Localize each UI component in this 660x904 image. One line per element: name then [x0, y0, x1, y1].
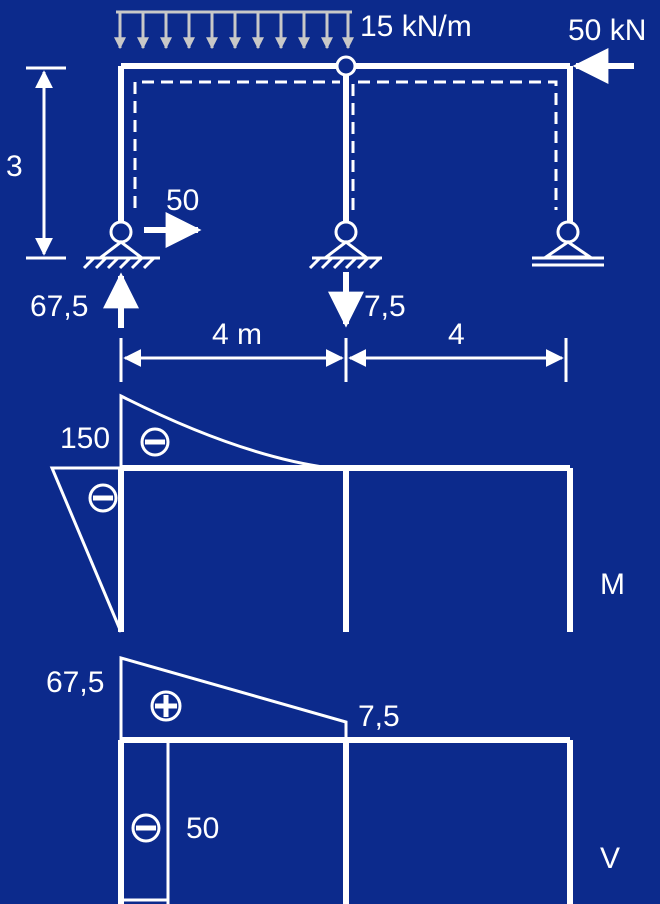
moment-beam-curve — [119, 393, 331, 470]
minus-sign-icon — [88, 483, 118, 513]
shear-right-value-label: 7,5 — [358, 700, 400, 733]
distributed-load-arrows — [114, 10, 354, 50]
moment-column-triangle — [49, 466, 123, 633]
distributed-load-label: 15 kN/m — [360, 10, 472, 43]
shear-column-rectangle — [121, 738, 170, 904]
shear-beam-trapezoid — [119, 656, 348, 740]
pin-support-middle — [308, 220, 382, 270]
span-left-label: 4 m — [212, 318, 262, 351]
horizontal-load-label: 50 kN — [568, 14, 646, 47]
shear-diagram: 67,5 7,5 50 V — [46, 656, 620, 904]
height-label: 3 — [6, 150, 23, 183]
moment-value-label: 150 — [60, 422, 110, 455]
pin-support-left — [82, 220, 160, 270]
moment-diagram-label: M — [600, 568, 625, 601]
minus-sign-icon — [140, 427, 170, 457]
reaction-middle-label: 7,5 — [364, 290, 406, 323]
minus-sign-icon — [131, 813, 161, 843]
shear-diagram-label: V — [600, 842, 620, 875]
plus-sign-icon — [150, 690, 182, 722]
reaction-horizontal-label: 50 — [166, 184, 199, 217]
dashed-fiber — [133, 80, 558, 210]
shear-left-value-label: 67,5 — [46, 666, 104, 699]
shear-column-value-label: 50 — [186, 812, 219, 845]
roller-support-right — [532, 220, 604, 267]
frame: 15 kN/m — [6, 10, 646, 382]
reaction-left-label: 67,5 — [30, 290, 88, 323]
span-right-label: 4 — [448, 318, 465, 351]
span-dimensions — [119, 338, 568, 382]
hinge-icon — [335, 55, 357, 77]
height-dimension — [26, 66, 66, 260]
moment-frame — [118, 465, 573, 632]
moment-diagram: 150 M — [49, 393, 625, 633]
